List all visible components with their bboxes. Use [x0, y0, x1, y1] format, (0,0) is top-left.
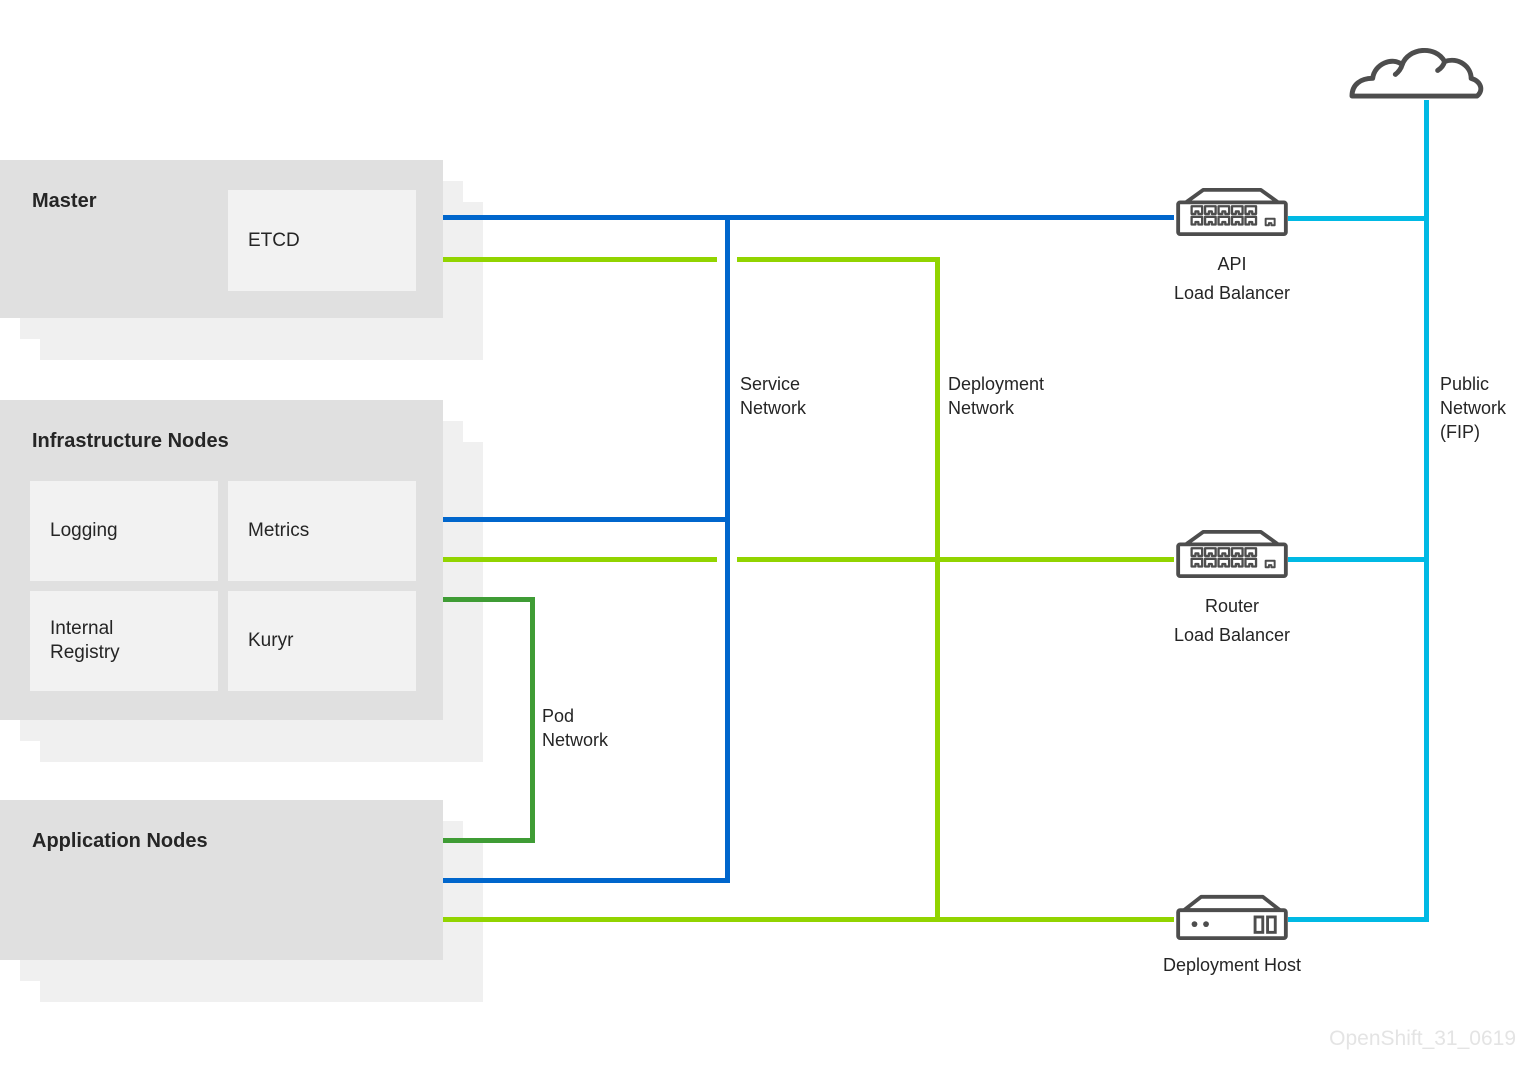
- service-network-line-vertical: [725, 215, 730, 883]
- application-box: [0, 800, 443, 960]
- watermark: OpenShift_31_0619: [1329, 1027, 1516, 1050]
- public-network-label: Public Network (FIP): [1440, 374, 1507, 442]
- deployment-network-line-master-2: [737, 257, 940, 262]
- public-network-line-host: [1288, 917, 1429, 922]
- pod-network-label: Pod Network: [542, 706, 609, 750]
- service-network-line-infra: [443, 517, 725, 522]
- pod-network-line-top: [443, 597, 535, 602]
- kuryr-label: Kuryr: [248, 630, 294, 651]
- service-network-label: Service Network: [740, 374, 807, 418]
- public-network-line-vertical: [1424, 100, 1429, 922]
- pod-network-line-bottom: [443, 838, 535, 843]
- service-network-line-master: [443, 215, 1174, 220]
- deployment-host-icon: [1172, 891, 1292, 941]
- pod-network-line-vertical: [530, 597, 535, 843]
- etcd-label: ETCD: [248, 229, 300, 251]
- master-title: Master: [32, 190, 97, 212]
- public-network-line-router: [1288, 557, 1424, 562]
- logging-box: Logging: [30, 481, 218, 581]
- service-network-line-app: [443, 878, 730, 883]
- deployment-network-label: Deployment Network: [948, 374, 1045, 418]
- deployment-network-line-vertical: [935, 257, 940, 922]
- logging-label: Logging: [50, 520, 118, 541]
- public-network-line-api: [1288, 216, 1424, 221]
- internal-registry-label: Internal Registry: [50, 618, 120, 663]
- deployment-network-line-master-1: [443, 257, 717, 262]
- cloud-icon: [1342, 35, 1490, 100]
- kuryr-box: Kuryr: [228, 591, 416, 691]
- infrastructure-title: Infrastructure Nodes: [32, 430, 229, 452]
- application-title: Application Nodes: [32, 830, 208, 852]
- api-load-balancer-icon: [1172, 187, 1292, 237]
- etcd-box: ETCD: [228, 190, 416, 291]
- internal-registry-box: Internal Registry: [30, 591, 218, 691]
- deployment-network-line-infra-1: [443, 557, 717, 562]
- router-load-balancer-label: Router Load Balancer: [1173, 596, 1291, 645]
- metrics-label: Metrics: [248, 520, 310, 541]
- metrics-box: Metrics: [228, 481, 416, 581]
- deployment-network-line-infra-2: [737, 557, 1174, 562]
- deployment-network-line-app: [443, 917, 1174, 922]
- deployment-host-label: Deployment Host: [1162, 955, 1302, 975]
- router-load-balancer-icon: [1172, 529, 1292, 579]
- api-load-balancer-label: API Load Balancer: [1173, 254, 1291, 303]
